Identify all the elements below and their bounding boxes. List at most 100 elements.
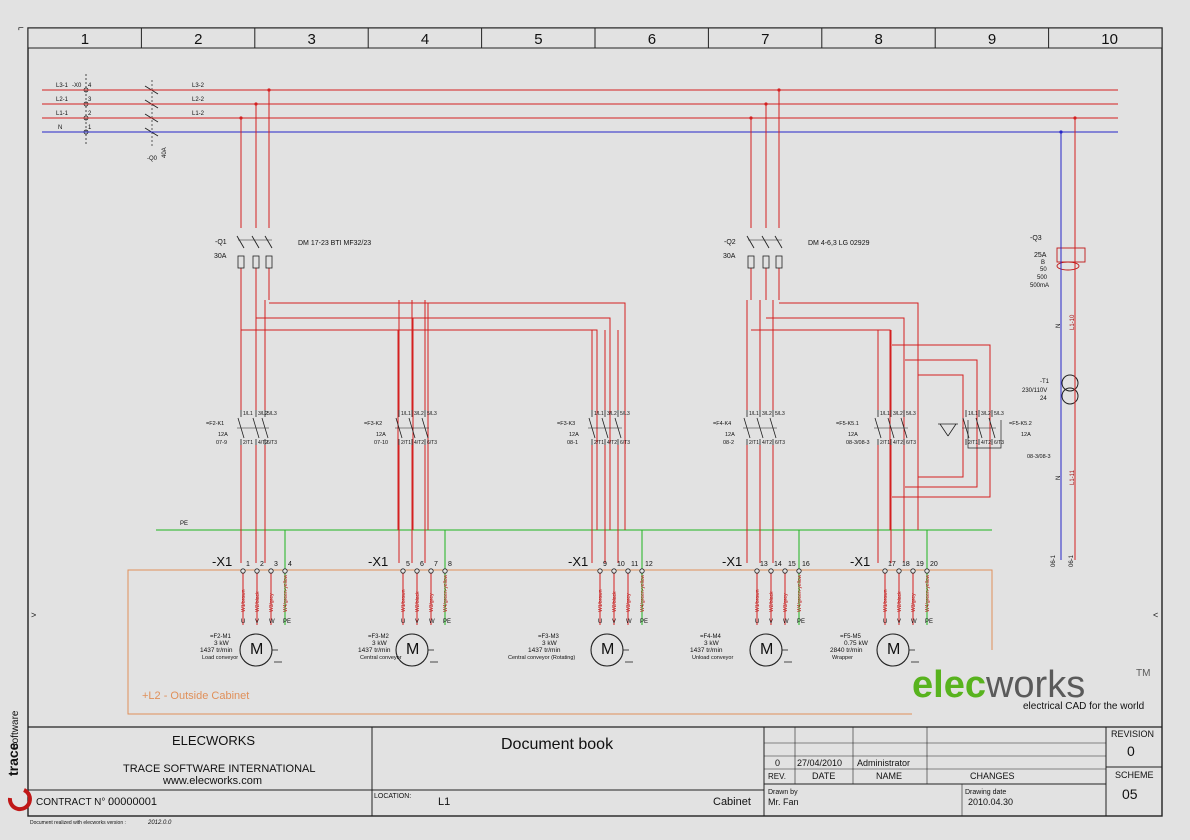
- breaker-reference: DM 17-23 BTI MF32/23: [298, 240, 371, 247]
- contactor-reference: 07-9: [216, 440, 227, 446]
- breaker-rating: 30A: [723, 253, 736, 260]
- column-number: 8: [875, 31, 883, 48]
- contactor-pin-top: 5/L3: [427, 411, 437, 417]
- motor-pin: V: [415, 619, 419, 625]
- motor-pin: PE: [443, 619, 451, 625]
- motor-symbol-letter: M: [601, 641, 614, 658]
- motor-tag: =F5-M5: [840, 634, 862, 640]
- terminal-number: 15: [788, 561, 796, 568]
- trace-logo-swoosh: [7, 788, 32, 812]
- contactor-pin-bottom: 6/T3: [427, 440, 437, 446]
- contactor-pin-top: 1/L1: [968, 411, 978, 417]
- contactor-pin-top: 5/L3: [267, 411, 277, 417]
- motor-pin: PE: [283, 619, 291, 625]
- contactor-reference: 08-3/08-3: [846, 440, 870, 446]
- column-number: 4: [421, 31, 429, 48]
- contactor-rating: 12A: [376, 432, 386, 438]
- terminal-clamp: [611, 568, 617, 574]
- motor-pin: U: [401, 619, 405, 625]
- contactor-tag: =F3-K2: [364, 421, 382, 427]
- motor-symbol-letter: M: [250, 641, 263, 658]
- supply-label-l2-2: L2-2: [192, 97, 205, 103]
- junction-dot: [1059, 130, 1063, 134]
- breaker-contact: [264, 235, 273, 249]
- motor-tag: =F4-M4: [700, 634, 722, 640]
- motor-speed: 1437 tr/min: [528, 647, 561, 654]
- contract-label: CONTRACT N° :: [36, 797, 111, 808]
- contactor-pin-bottom: 4/T2: [607, 440, 617, 446]
- motor-wire-label: W2/black: [255, 591, 261, 612]
- motor-name: Central conveyor (Rotating): [508, 655, 575, 661]
- q3-tag: -Q3: [1030, 235, 1042, 242]
- terminal-number: 20: [930, 561, 938, 568]
- feeder-wire: [751, 329, 891, 530]
- revision-row-rev: 0: [775, 758, 780, 768]
- contactor-pin-top: 1/L1: [749, 411, 759, 417]
- motor-name: Unload conveyor: [692, 655, 733, 661]
- junction-dot: [254, 102, 258, 106]
- contactor-rating: 12A: [725, 432, 735, 438]
- motor-wire-label: W3/grey: [783, 593, 789, 612]
- terminal-number: 17: [888, 561, 896, 568]
- logo-tm: TM: [1136, 668, 1150, 679]
- contactor-reference: 08-2: [723, 440, 734, 446]
- company-website: www.elecworks.com: [162, 775, 262, 787]
- breaker-contact: [236, 235, 245, 249]
- q3-spec: 25A: [1034, 252, 1047, 259]
- contactor-pin-top: 5/L3: [620, 411, 630, 417]
- terminal-clamp: [625, 568, 631, 574]
- footer-note: Document realized with elecworks version…: [30, 820, 126, 826]
- terminal-number: 4: [288, 561, 292, 568]
- contactor-pin-bottom: 4/T2: [414, 440, 424, 446]
- company-name: ELECWORKS: [172, 733, 255, 748]
- motor-tag: =F3-M3: [538, 634, 560, 640]
- motor-wire-label: W1/brown: [401, 589, 407, 612]
- terminal-clamp: [254, 568, 260, 574]
- contactor-pin-top: 1/L1: [401, 411, 411, 417]
- contactor-pin-bottom: 4/T2: [981, 440, 991, 446]
- revision-label: REVISION: [1111, 729, 1154, 739]
- motor-wire-label: W3/grey: [911, 593, 917, 612]
- revision-value: 0: [1127, 743, 1135, 759]
- margin-arrow-left: >: [31, 610, 36, 620]
- breaker-rating: 30A: [214, 253, 227, 260]
- column-number: 3: [308, 31, 316, 48]
- transformer-spec: 230/110V: [1022, 388, 1047, 394]
- motor-wire-label: W3/grey: [269, 593, 275, 612]
- q3-spec: 50: [1040, 267, 1047, 273]
- breaker-thermal: [762, 255, 770, 269]
- contactor-pin-bottom: 4/T2: [893, 440, 903, 446]
- motor-symbol-letter: M: [887, 641, 900, 658]
- feeder-wire: [269, 302, 429, 530]
- terminal-block-tag: -X1: [568, 554, 588, 569]
- motor-pin: W: [911, 619, 917, 625]
- motor-pin: V: [897, 619, 901, 625]
- motor-pin: U: [241, 619, 245, 625]
- drawing-date-label: Drawing date: [965, 789, 1006, 796]
- outside-cabinet-outline: [127, 569, 993, 715]
- company-full-name: TRACE SOFTWARE INTERNATIONAL: [123, 763, 316, 775]
- transformer-wire-label: L1-10: [1070, 314, 1076, 330]
- contactor-pin-bottom: 4/T2: [258, 440, 268, 446]
- contactor-pin-bottom: 6/T3: [775, 440, 785, 446]
- terminal-number: 2: [260, 561, 264, 568]
- contactor-tag: =F4-K4: [713, 421, 731, 427]
- contactor-tag: =F5-K5.2: [1009, 421, 1032, 427]
- feeder-wire: [256, 317, 414, 530]
- terminal-number: 16: [802, 561, 810, 568]
- terminal-block-tag: -X1: [212, 554, 232, 569]
- scheme-label: SCHEME: [1115, 770, 1154, 780]
- motor-pin: U: [883, 619, 887, 625]
- terminal-number: 1: [246, 561, 250, 568]
- terminal-clamp: [414, 568, 420, 574]
- contract-number: 00000001: [108, 796, 157, 808]
- motor-wire-label: W4/green-yellow: [443, 574, 449, 612]
